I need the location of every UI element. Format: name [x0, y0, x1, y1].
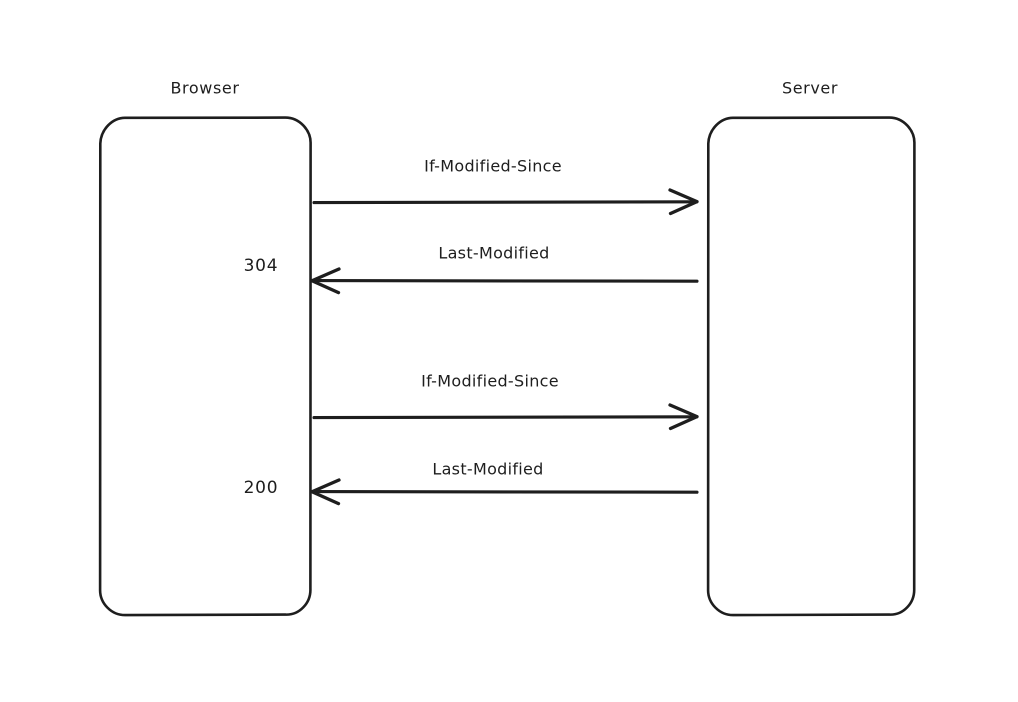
message-arrow-4[interactable]: [310, 478, 699, 506]
status-code-304: 304: [243, 256, 279, 276]
message-arrow-3[interactable]: [312, 403, 699, 431]
message-arrow-2[interactable]: [310, 267, 699, 295]
status-code-200: 200: [243, 478, 279, 498]
message-label-if-modified-since-2: If-Modified-Since: [421, 371, 559, 391]
message-label-if-modified-since-1: If-Modified-Since: [424, 156, 562, 176]
lifeline-box-browser[interactable]: [98, 116, 312, 617]
message-label-last-modified-1: Last-Modified: [438, 243, 550, 263]
message-label-last-modified-2: Last-Modified: [432, 459, 544, 479]
participant-label-browser: Browser: [170, 78, 240, 98]
participant-label-server: Server: [781, 78, 839, 98]
message-arrow-1[interactable]: [312, 188, 699, 216]
lifeline-box-server[interactable]: [706, 116, 916, 617]
